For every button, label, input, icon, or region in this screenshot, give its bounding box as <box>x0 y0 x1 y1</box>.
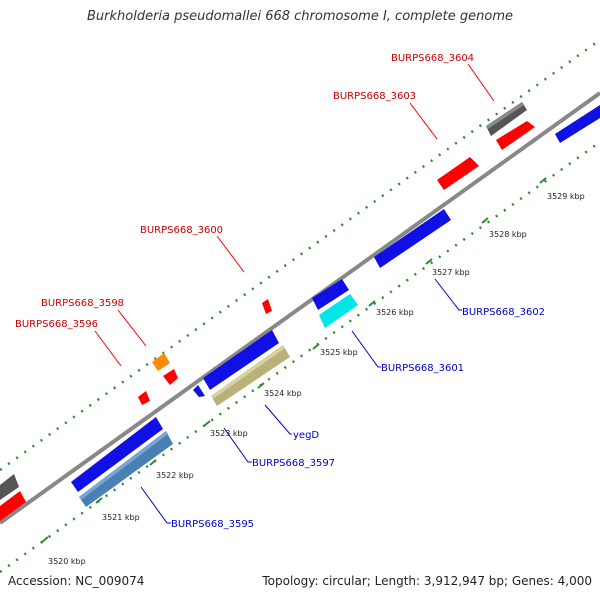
leader-yegD <box>264 404 292 435</box>
leader-3602 <box>434 278 462 311</box>
gene-BURPS668_3597-blue[interactable] <box>203 330 279 390</box>
chromosome-backbone <box>0 91 600 525</box>
gene-BURPS668_3598-red[interactable] <box>163 369 178 385</box>
tick-3526: 3526 kbp <box>368 300 414 317</box>
leader-3597 <box>223 427 252 463</box>
outer-dotted-guide <box>0 38 600 472</box>
accession-text: Accession: NC_009074 <box>8 574 145 588</box>
gene-BURPS668_3604[interactable] <box>486 102 527 136</box>
leader-3596 <box>94 330 122 367</box>
leader-3595 <box>140 486 171 524</box>
tick-label-3526: 3526 kbp <box>376 308 414 317</box>
label-BURPS668_3601[interactable]: BURPS668_3601 <box>381 363 464 374</box>
tick-3524: 3524 kbp <box>257 382 302 398</box>
label-BURPS668_3597[interactable]: BURPS668_3597 <box>252 458 335 469</box>
tick-label-3528: 3528 kbp <box>489 230 527 239</box>
leader-3601 <box>351 330 381 368</box>
tick-label-3520: 3520 kbp <box>48 557 86 566</box>
gene-BURPS668_3600[interactable] <box>262 299 272 314</box>
gene-edge-left-red[interactable] <box>0 491 26 521</box>
tick-label-3524: 3524 kbp <box>264 389 302 398</box>
gene-BURPS668_3603-a[interactable] <box>496 121 535 150</box>
label-BURPS668_3602[interactable]: BURPS668_3602 <box>462 307 545 318</box>
leader-3604 <box>467 63 495 102</box>
gene-edge-left-gray[interactable] <box>0 474 19 500</box>
leader-3603 <box>409 102 438 140</box>
label-BURPS668_3604[interactable]: BURPS668_3604 <box>391 53 474 64</box>
tick-label-3529: 3529 kbp <box>547 192 585 201</box>
tick-3521: 3521 kbp <box>95 497 140 522</box>
tick-label-3523: 3523 kbp <box>210 429 248 438</box>
label-yegD[interactable]: yegD <box>293 430 319 441</box>
label-BURPS668_3596[interactable]: BURPS668_3596 <box>15 319 98 330</box>
label-BURPS668_3603[interactable]: BURPS668_3603 <box>333 91 416 102</box>
gene-BURPS668_3601-cyan[interactable] <box>319 294 358 328</box>
tick-3528: 3528 kbp <box>481 217 527 239</box>
tick-3529: 3529 kbp <box>539 177 585 201</box>
tick-label-3521: 3521 kbp <box>102 513 140 522</box>
gene-BURPS668_3595-steel[interactable] <box>79 431 173 507</box>
gene-small-blue-arrow[interactable] <box>193 385 205 397</box>
tick-3527: 3527 kbp <box>425 258 470 277</box>
gene-BURPS668_3596[interactable] <box>138 391 150 405</box>
label-BURPS668_3598[interactable]: BURPS668_3598 <box>41 298 124 309</box>
tick-3520: 3520 kbp <box>41 536 86 566</box>
tick-label-3527: 3527 kbp <box>432 268 470 277</box>
tick-3525: 3525 kbp <box>312 343 358 357</box>
inner-dotted-guide <box>0 140 600 574</box>
gene-BURPS668_3603-b[interactable] <box>437 157 479 190</box>
tick-label-3525: 3525 kbp <box>320 348 358 357</box>
gene-edge-right-blue[interactable] <box>555 105 600 143</box>
leader-3598 <box>117 309 147 347</box>
gene-BURPS668_3598-orange[interactable] <box>152 353 170 371</box>
label-BURPS668_3595[interactable]: BURPS668_3595 <box>171 519 254 530</box>
gene-BURPS668_3601-blue[interactable] <box>312 279 349 310</box>
tick-3523: 3523 kbp <box>203 420 248 438</box>
map-title: Burkholderia pseudomallei 668 chromosome… <box>86 9 514 24</box>
gene-yegD[interactable] <box>211 345 290 406</box>
tick-3522: 3522 kbp <box>149 459 194 480</box>
gene-BURPS668_3595-blue[interactable] <box>71 417 163 492</box>
tick-label-3522: 3522 kbp <box>156 471 194 480</box>
summary-text: Topology: circular; Length: 3,912,947 bp… <box>262 574 592 588</box>
gene-BURPS668_3602[interactable] <box>374 209 451 268</box>
label-BURPS668_3600[interactable]: BURPS668_3600 <box>140 225 223 236</box>
leader-3600 <box>216 235 245 273</box>
